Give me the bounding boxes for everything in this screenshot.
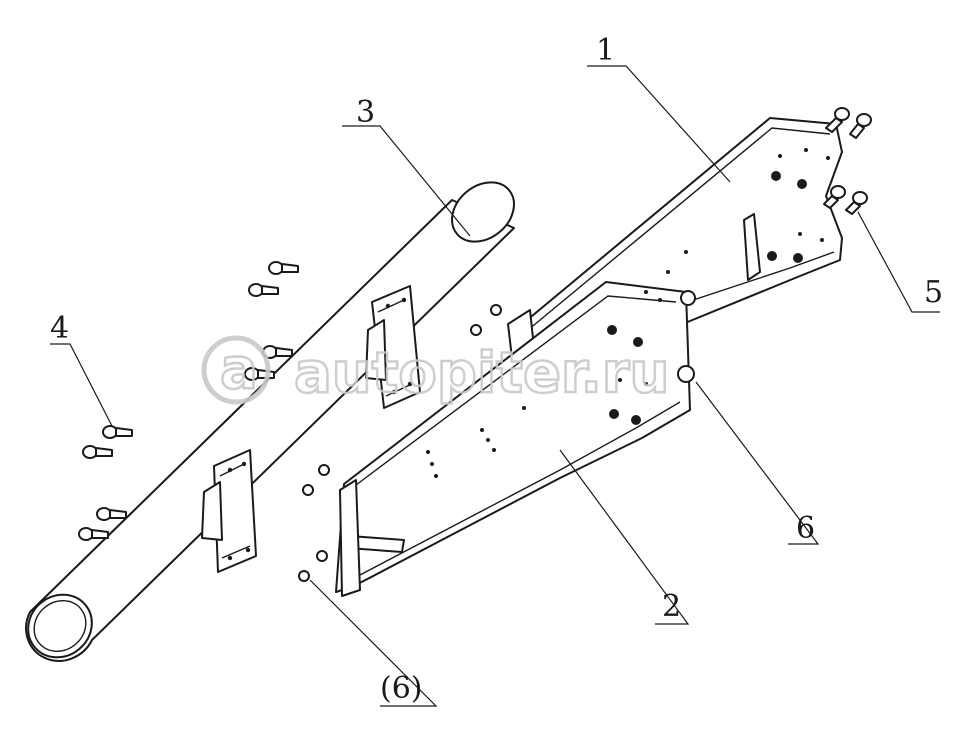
clamp-bracket-upper: [365, 285, 421, 409]
bolt: [823, 185, 846, 209]
pivot-part-6: [677, 365, 695, 383]
bolt: [268, 261, 299, 275]
bolt: [248, 283, 279, 297]
nuts-part-6: [298, 304, 502, 582]
bolt: [78, 527, 109, 541]
callout-3: 3: [356, 95, 375, 130]
callout-1: 1: [596, 33, 615, 68]
watermark: a autopiter.ru: [201, 335, 671, 407]
watermark-logo-letter: a: [220, 337, 258, 402]
callout-6: 6: [796, 511, 815, 546]
callout-4: 4: [50, 311, 69, 346]
callout-5: 5: [924, 275, 943, 310]
bolt: [845, 191, 868, 215]
frame-part-2: [335, 281, 696, 597]
bolt: [849, 113, 872, 139]
bolt: [825, 107, 850, 133]
bolt: [102, 425, 133, 439]
callout-2: 2: [662, 589, 681, 624]
clamp-bracket-lower: [201, 449, 257, 573]
bolts-part-4: [78, 261, 299, 541]
bolt: [82, 445, 113, 459]
bolt: [96, 507, 127, 521]
callout-6-paren: (6): [380, 671, 423, 706]
watermark-text: autopiter.ru: [294, 341, 669, 406]
watermark-logo-icon: [201, 335, 271, 405]
tube-end-opening: [27, 593, 93, 659]
leader-lines: [50, 65, 940, 707]
bolts-part-5: [823, 107, 872, 215]
